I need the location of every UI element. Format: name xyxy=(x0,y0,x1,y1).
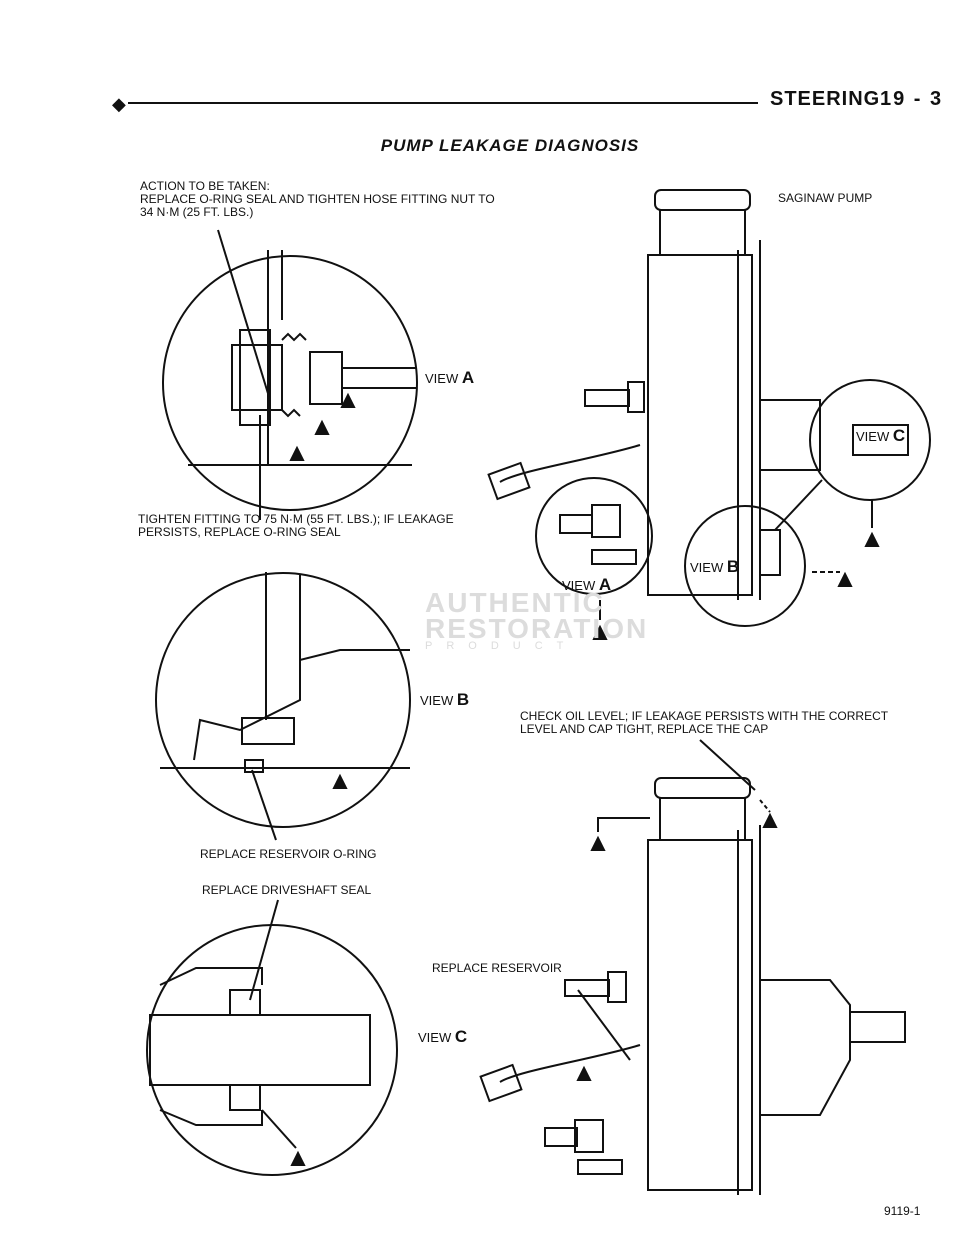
page-title: PUMP LEAKAGE DIAGNOSIS xyxy=(380,136,640,155)
pump-view-c-label: VIEW C xyxy=(856,426,905,446)
pump-view-a-label: VIEW A xyxy=(562,575,611,595)
replace-driveshaft-seal-label: REPLACE DRIVESHAFT SEAL xyxy=(202,883,372,897)
view-c-label: VIEW C xyxy=(418,1027,467,1047)
action-line3: 34 N·m (25 FT. LBS.) xyxy=(140,205,254,219)
view-b-label: VIEW B xyxy=(420,690,469,710)
pump-view-b-letter: B xyxy=(726,557,740,576)
replace-reservoir-label: REPLACE RESERVOIR xyxy=(432,961,562,975)
view-c-detail-circle xyxy=(146,899,398,1176)
pump-view-a-word: VIEW xyxy=(562,578,596,593)
watermark: AUTHENTIC RESTORATION xyxy=(425,587,649,644)
view-b-letter: B xyxy=(456,690,470,709)
header-rule xyxy=(128,102,758,104)
page-number: 19 - 3 xyxy=(880,88,944,110)
check-line2: LEVEL AND CAP TIGHT, REPLACE THE CAP xyxy=(520,722,769,736)
saginaw-pump-label: SAGINAW PUMP xyxy=(778,191,873,205)
section-title: STEERING xyxy=(770,88,881,110)
saginaw-pump-top xyxy=(487,189,931,640)
watermark-line1: AUTHENTIC xyxy=(425,587,605,618)
tighten-line1: TIGHTEN FITTING TO 75 N·m (55 FT. LBS.);… xyxy=(138,512,454,526)
pump-view-c-word: VIEW xyxy=(856,429,890,444)
pump-view-b-label: VIEW B xyxy=(690,557,739,577)
watermark-line3: PRODUCT xyxy=(425,640,578,652)
view-c-word: VIEW xyxy=(418,1030,452,1045)
view-b-word: VIEW xyxy=(420,693,454,708)
pump-view-b-word: VIEW xyxy=(690,560,724,575)
view-a-word: VIEW xyxy=(425,371,459,386)
view-a-letter: A xyxy=(461,368,475,387)
watermark-line2: RESTORATION xyxy=(425,613,649,644)
check-line1: CHECK OIL LEVEL; IF LEAKAGE PERSISTS WIT… xyxy=(520,709,889,723)
action-line1: ACTION TO BE TAKEN: xyxy=(140,179,270,193)
view-a-detail-circle xyxy=(162,229,418,520)
check-oil-callout: CHECK OIL LEVEL; IF LEAKAGE PERSISTS WIT… xyxy=(520,710,888,736)
view-a-label: VIEW A xyxy=(425,368,474,388)
view-c-letter: C xyxy=(454,1027,468,1046)
pump-view-c-letter: C xyxy=(892,426,906,445)
saginaw-pump-bottom xyxy=(479,739,906,1195)
tighten-line2: PERSISTS, REPLACE O-RING SEAL xyxy=(138,525,341,539)
pump-view-a-letter: A xyxy=(598,575,612,594)
view-b-detail-circle xyxy=(155,572,411,841)
header-diamond-icon: ◆ xyxy=(112,94,126,114)
tighten-callout: TIGHTEN FITTING TO 75 N·m (55 FT. LBS.);… xyxy=(138,513,454,539)
action-line2: REPLACE O-RING SEAL AND TIGHTEN HOSE FIT… xyxy=(140,192,495,206)
replace-reservoir-oring-label: REPLACE RESERVOIR O-RING xyxy=(200,847,377,861)
figure-number: 9119-1 xyxy=(884,1204,921,1218)
action-callout: ACTION TO BE TAKEN: REPLACE O-RING SEAL … xyxy=(140,180,495,219)
